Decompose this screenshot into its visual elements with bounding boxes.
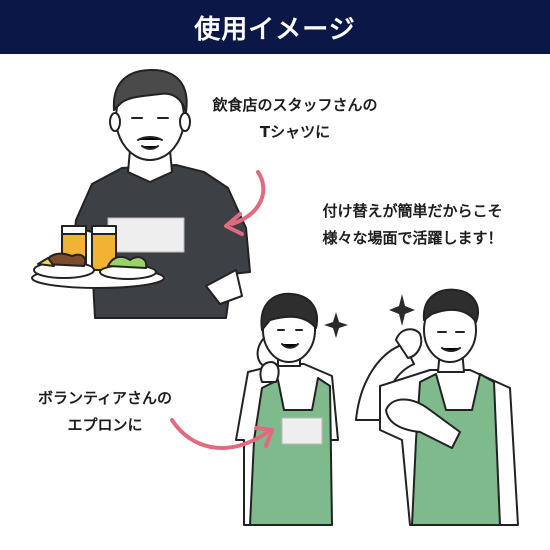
woman-volunteer-illustration xyxy=(235,292,339,526)
caption-volunteer-line2: エプロンに xyxy=(67,416,143,434)
caption-volunteer: ボランティアさんの エプロンに xyxy=(20,385,190,439)
caption-volunteer-line1: ボランティアさんの xyxy=(37,389,173,407)
page-title: 使用イメージ xyxy=(194,14,356,45)
header-banner: 使用イメージ xyxy=(0,0,550,54)
arrow-to-apron xyxy=(170,418,274,450)
caption-swap-line1: 付け替えが簡単だからこそ xyxy=(322,202,503,220)
caption-waiter-line1: 飲食店のスタッフさんの xyxy=(212,96,378,114)
waiter-illustration xyxy=(31,69,251,319)
caption-waiter-line2: Tシャツに xyxy=(259,123,331,141)
caption-waiter: 飲食店のスタッフさんの Tシャツに xyxy=(190,92,400,146)
sparkle-icon xyxy=(324,294,415,338)
man-volunteer-illustration xyxy=(355,288,519,526)
arrow-to-tshirt xyxy=(224,170,266,236)
caption-swap: 付け替えが簡単だからこそ 様々な場面で活躍します！ xyxy=(300,198,525,252)
caption-swap-line2: 様々な場面で活躍します！ xyxy=(322,229,503,247)
